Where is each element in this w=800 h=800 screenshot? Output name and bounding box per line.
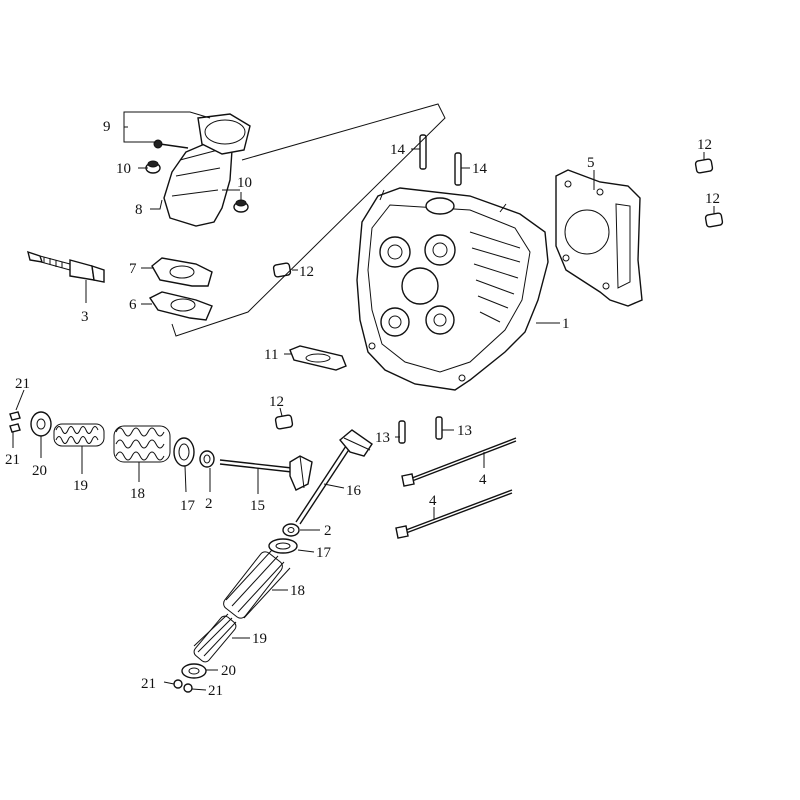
callout-4b: 4 bbox=[429, 493, 437, 509]
callout-2a: 2 bbox=[205, 496, 213, 512]
callout-1: 1 bbox=[562, 316, 570, 332]
callout-12b: 12 bbox=[269, 394, 284, 410]
callout-21c: 21 bbox=[141, 676, 156, 692]
screw-part-9 bbox=[153, 139, 189, 149]
inner-spring-part-19b bbox=[193, 613, 237, 663]
valve-part-16 bbox=[295, 429, 373, 525]
pin-part-14a bbox=[419, 134, 427, 170]
intake-insulator-part-7 bbox=[151, 257, 213, 287]
intake-manifold-part-8 bbox=[163, 113, 251, 227]
callout-21b: 21 bbox=[5, 452, 20, 468]
outer-spring-part-18a bbox=[113, 425, 171, 463]
callout-10a: 10 bbox=[116, 161, 131, 177]
outer-spring-part-18b bbox=[223, 549, 291, 619]
callout-2b: 2 bbox=[324, 523, 332, 539]
valve-stem-seal-part-2a bbox=[199, 450, 215, 468]
callout-18b: 18 bbox=[290, 583, 305, 599]
spring-retainer-part-20b bbox=[181, 663, 207, 679]
callout-20a: 20 bbox=[32, 463, 47, 479]
callout-14b: 14 bbox=[472, 161, 488, 177]
callout-12c: 12 bbox=[697, 137, 712, 153]
callout-3: 3 bbox=[81, 309, 89, 325]
callout-9: 9 bbox=[103, 119, 111, 135]
callout-4a: 4 bbox=[479, 472, 487, 488]
dowel-pin-part-12c bbox=[694, 158, 714, 174]
callout-21d: 21 bbox=[208, 683, 223, 699]
callout-17a: 17 bbox=[180, 498, 196, 514]
spring-seat-part-17a bbox=[173, 437, 195, 467]
callout-12d: 12 bbox=[705, 191, 720, 207]
stud-bolt-part-4b bbox=[395, 489, 513, 539]
callout-17b: 17 bbox=[316, 545, 332, 561]
callout-5: 5 bbox=[587, 155, 595, 171]
spark-plug-part-3 bbox=[27, 250, 105, 283]
callout-labels: 1 2 2 3 4 4 5 6 7 8 9 10 10 11 12 12 12 … bbox=[5, 119, 720, 699]
callout-18a: 18 bbox=[130, 486, 145, 502]
dowel-pin-part-12d bbox=[704, 212, 724, 228]
valve-cotter-part-21c bbox=[173, 679, 183, 689]
callout-7: 7 bbox=[129, 261, 137, 277]
valve-part-15 bbox=[219, 455, 313, 491]
valve-cotter-part-21b bbox=[9, 423, 21, 433]
inner-spring-part-19a bbox=[53, 423, 105, 447]
pin-part-13a bbox=[398, 420, 406, 444]
callout-19a: 19 bbox=[73, 478, 88, 494]
cylinder-head-part-1 bbox=[356, 187, 549, 391]
pin-part-14b bbox=[454, 152, 462, 186]
head-gasket-part-5 bbox=[555, 169, 643, 307]
stud-bolt-part-4a bbox=[401, 437, 517, 487]
valve-cotter-part-21a bbox=[9, 411, 21, 421]
callout-15: 15 bbox=[250, 498, 265, 514]
intake-gasket-part-6 bbox=[148, 291, 213, 321]
callout-14a: 14 bbox=[390, 142, 406, 158]
callout-6: 6 bbox=[129, 297, 137, 313]
nut-part-10a bbox=[145, 160, 161, 174]
callout-13a: 13 bbox=[375, 430, 390, 446]
dowel-pin-part-12b bbox=[274, 414, 294, 430]
nut-part-10b bbox=[233, 199, 249, 213]
callout-21a: 21 bbox=[15, 376, 30, 392]
callout-13b: 13 bbox=[457, 423, 472, 439]
valve-stem-seal-part-2b bbox=[282, 523, 300, 537]
leader-lines bbox=[12, 103, 715, 691]
dowel-pin-part-12a bbox=[272, 262, 292, 278]
pin-part-13b bbox=[435, 416, 443, 440]
gasket-part-11 bbox=[289, 345, 347, 371]
callout-12a: 12 bbox=[299, 264, 314, 280]
callout-19b: 19 bbox=[252, 631, 267, 647]
callout-10b: 10 bbox=[237, 175, 252, 191]
callout-11: 11 bbox=[264, 347, 278, 363]
valve-cotter-part-21d bbox=[183, 683, 193, 693]
callout-16: 16 bbox=[346, 483, 362, 499]
spring-seat-part-17b bbox=[268, 538, 298, 554]
callout-8: 8 bbox=[135, 202, 143, 218]
spring-retainer-part-20a bbox=[30, 411, 52, 437]
callout-20b: 20 bbox=[221, 663, 236, 679]
